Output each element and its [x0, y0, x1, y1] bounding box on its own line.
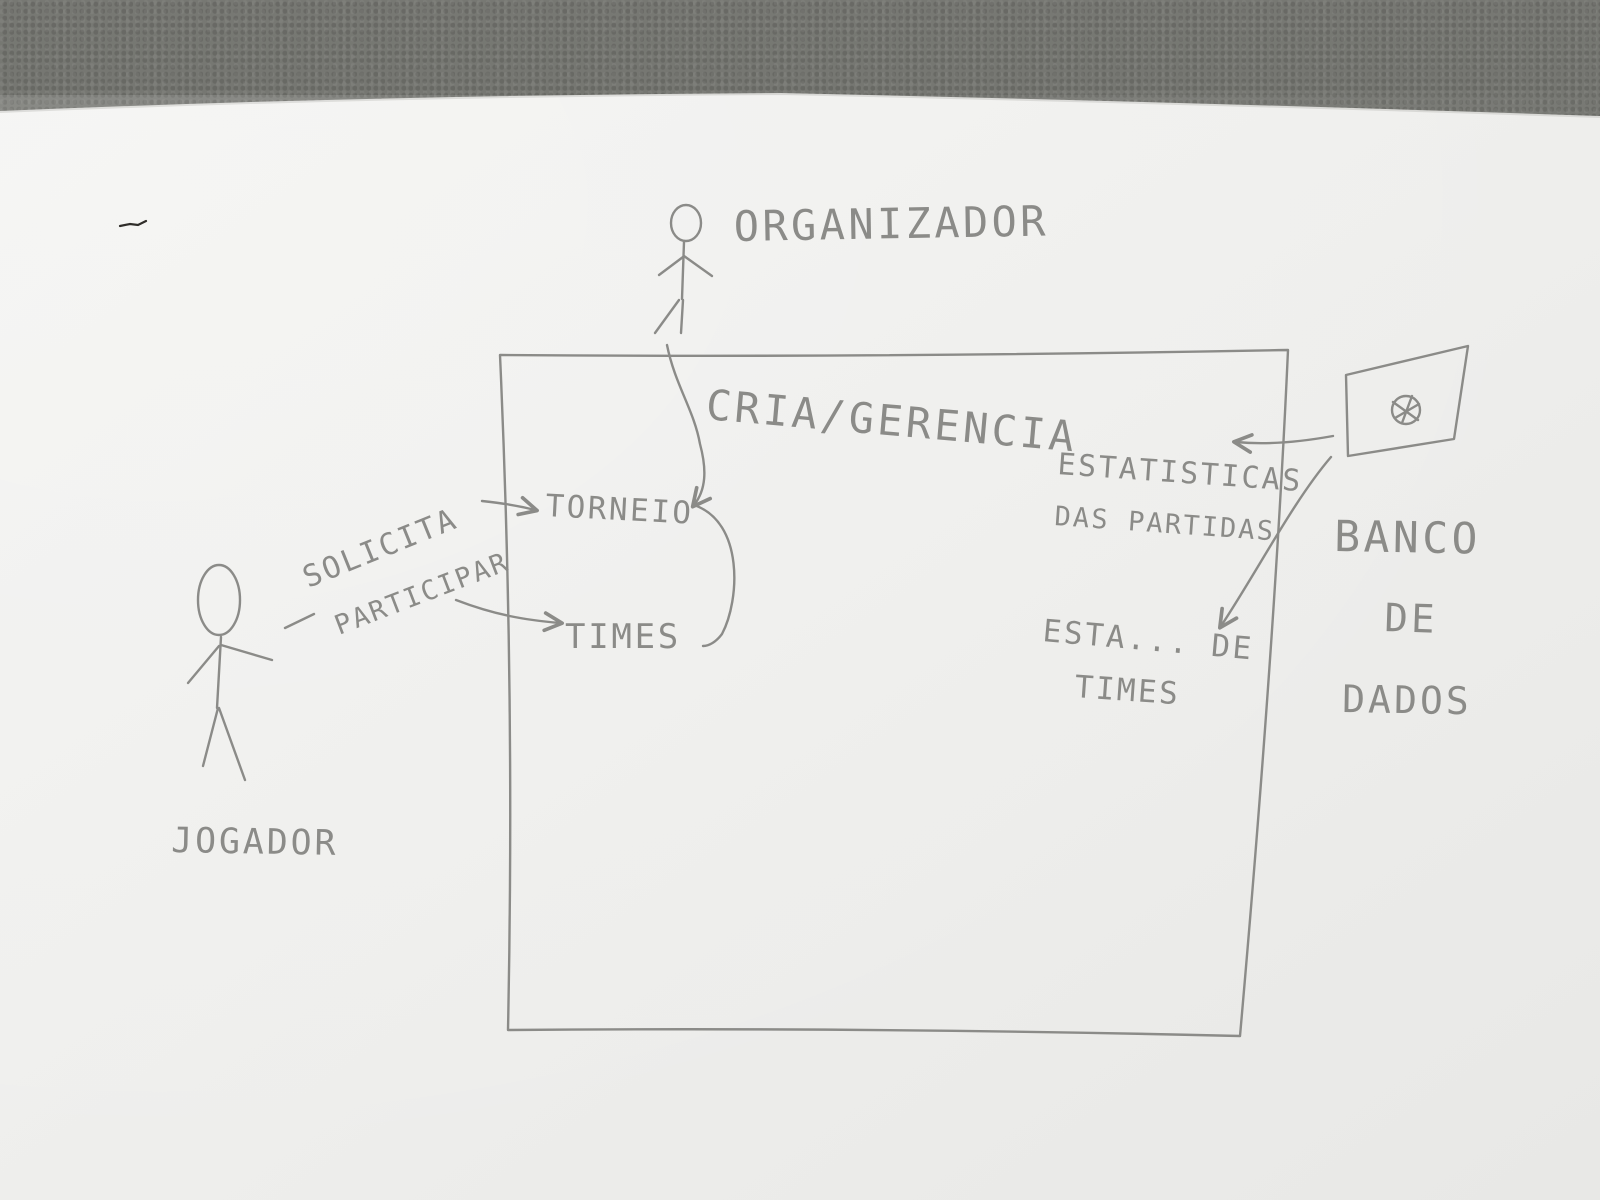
dados-label: DADOS	[1342, 677, 1472, 723]
organizador-actor	[653, 203, 714, 335]
jogador-label: JOGADOR	[171, 821, 339, 864]
jogador-to-torneio-arrow	[480, 495, 539, 517]
jogador-actor	[186, 563, 274, 782]
times-label: TIMES	[565, 617, 681, 657]
times-statistics-label: TIMES	[1073, 669, 1181, 712]
de-label: DE	[1384, 596, 1439, 643]
organizador-label: ORGANIZADOR	[733, 197, 1049, 251]
organizador-to-times-arrow	[692, 503, 736, 648]
jogador-to-times-arrow	[454, 598, 564, 633]
banco-de-dados-icon	[1344, 344, 1470, 458]
jogador-short-connector	[283, 612, 316, 630]
database-to-match-statistics-arrow	[1232, 433, 1335, 454]
ink-mark	[118, 219, 148, 228]
banco-label: BANCO	[1334, 512, 1482, 565]
torneio-label: TORNEIO	[545, 488, 695, 532]
system-boundary-box	[498, 348, 1290, 1038]
database-to-team-statistics-arrow	[1217, 455, 1333, 630]
organizador-to-torneio-arrow	[665, 343, 713, 509]
